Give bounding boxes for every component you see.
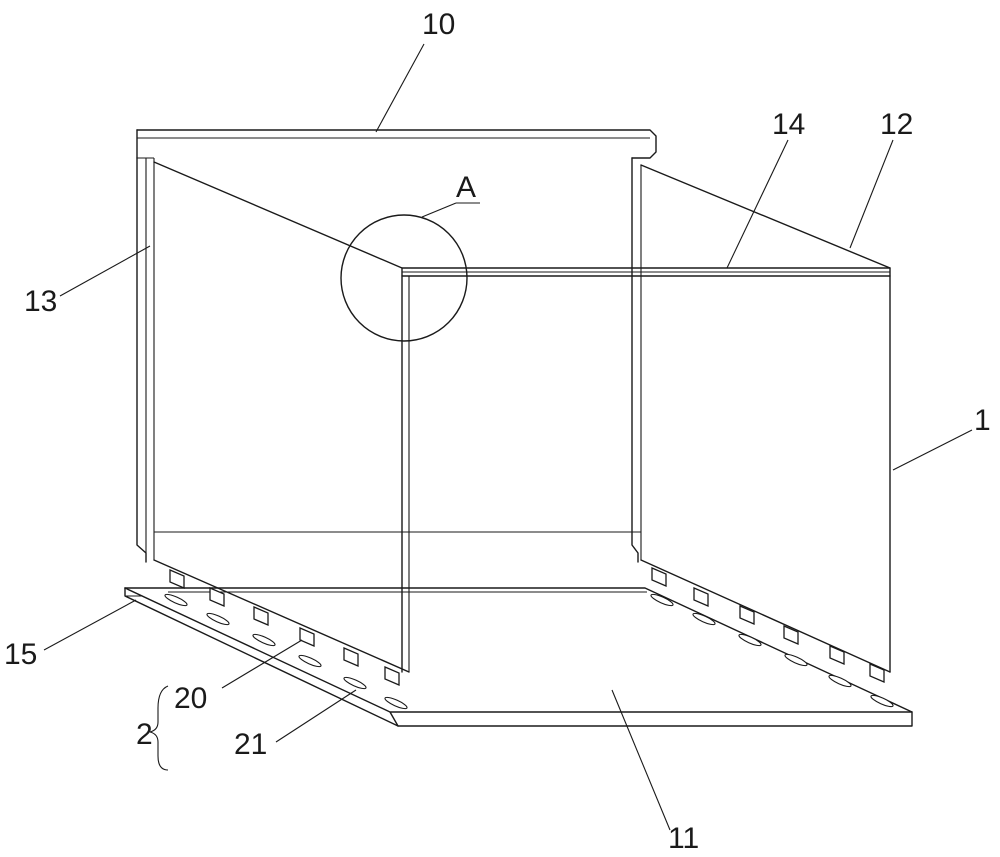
label-20: 20 (174, 682, 207, 715)
base-plate (124, 587, 913, 727)
tabs-left (169, 569, 400, 686)
label-2: 2 (136, 718, 153, 751)
front-right-panel (640, 275, 891, 673)
slots-left (164, 593, 408, 710)
slots-right (650, 593, 894, 708)
top-rail (136, 129, 657, 159)
label-15: 15 (4, 638, 37, 671)
front-left-panel (153, 559, 410, 673)
leader-lines (43, 43, 973, 831)
left-post (136, 157, 155, 563)
label-10: 10 (422, 8, 455, 41)
front-middle-post (401, 275, 410, 673)
label-11: 11 (668, 822, 699, 855)
detail-circle-a (340, 202, 480, 342)
reference-labels: 10 14 12 A 13 1 15 20 2 21 11 (4, 8, 991, 855)
label-1: 1 (974, 404, 991, 437)
tabs-right (651, 567, 885, 683)
label-a: A (456, 171, 476, 204)
label-21: 21 (234, 728, 267, 761)
label-12: 12 (880, 108, 913, 141)
label-13: 13 (24, 285, 57, 318)
right-inner-post (631, 157, 642, 563)
label-14: 14 (772, 108, 805, 141)
back-panel (153, 161, 641, 533)
